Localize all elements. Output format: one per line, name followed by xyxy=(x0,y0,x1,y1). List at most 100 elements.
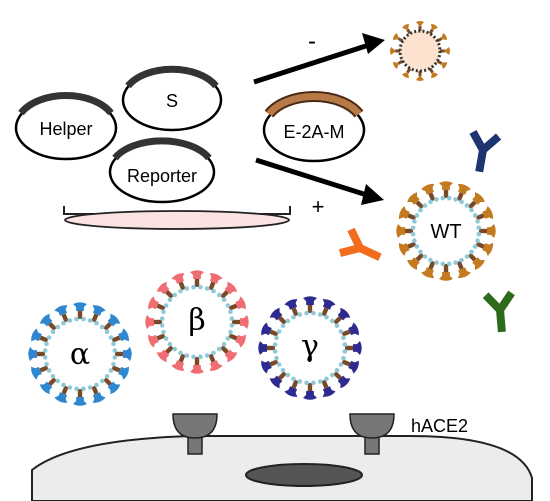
membrane-protein xyxy=(42,348,48,353)
membrane-protein xyxy=(285,318,291,324)
membrane-protein xyxy=(229,323,235,328)
membrane-protein xyxy=(428,199,433,205)
membrane-protein xyxy=(440,261,446,267)
membrane-protein xyxy=(342,342,348,347)
spike-protein xyxy=(478,224,496,238)
membrane-protein xyxy=(104,373,110,379)
gamma-label: γ xyxy=(301,329,319,364)
membrane-protein xyxy=(67,318,73,323)
antibody-navy xyxy=(469,130,502,173)
spike-protein xyxy=(421,183,436,203)
antibody-orange xyxy=(339,227,382,261)
spike-protein xyxy=(227,332,246,348)
spike-protein xyxy=(231,315,249,329)
spike-protein xyxy=(407,252,425,270)
spike-protein xyxy=(39,313,58,332)
spike-protein xyxy=(440,47,450,55)
cell-pit xyxy=(245,463,363,487)
plus-sign: + xyxy=(312,194,325,219)
membrane-protein xyxy=(81,316,86,322)
membrane-protein xyxy=(104,329,110,335)
membrane-protein xyxy=(469,249,474,255)
spike-protein xyxy=(190,270,204,288)
membrane-protein xyxy=(184,286,190,291)
plasmid-s: S xyxy=(121,65,223,132)
culture-dish xyxy=(63,206,291,230)
membrane-protein xyxy=(225,303,231,308)
spike-protein xyxy=(439,263,453,281)
minus-sign: - xyxy=(308,28,316,55)
spike-protein xyxy=(102,313,121,332)
plasmid-reporter: Reporter xyxy=(108,137,216,204)
spike-protein xyxy=(340,358,359,374)
membrane-protein xyxy=(159,316,165,321)
membrane-protein xyxy=(204,353,210,358)
spike-protein xyxy=(332,307,351,326)
particle-body xyxy=(45,319,115,389)
membrane-protein xyxy=(111,361,116,367)
spike-protein xyxy=(303,296,317,314)
membrane-protein xyxy=(191,284,196,290)
membrane-protein xyxy=(311,380,316,386)
membrane-protein xyxy=(422,203,428,208)
hace2-receptor xyxy=(349,413,395,455)
membrane-protein xyxy=(274,335,279,341)
membrane-protein xyxy=(342,349,348,354)
spike-protein xyxy=(219,344,238,363)
membrane-protein xyxy=(276,362,282,367)
membrane-protein xyxy=(216,292,222,298)
membrane-protein xyxy=(211,288,216,294)
membrane-protein xyxy=(159,323,165,328)
spike-protein xyxy=(456,259,471,279)
empty-particle xyxy=(390,21,450,81)
spike-protein xyxy=(303,382,317,400)
spike-protein xyxy=(171,273,187,292)
membrane-protein xyxy=(167,297,173,303)
membrane-protein xyxy=(418,207,423,213)
membrane-protein xyxy=(280,323,286,329)
membrane-protein xyxy=(475,238,480,243)
particle-body xyxy=(398,29,442,73)
spike-protein xyxy=(456,183,471,203)
plasmid-s-label: S xyxy=(166,91,178,111)
membrane-protein xyxy=(42,355,48,360)
membrane-protein xyxy=(99,378,105,384)
membrane-protein xyxy=(464,203,470,208)
spike-protein xyxy=(148,296,167,312)
membrane-protein xyxy=(94,382,99,388)
membrane-protein xyxy=(61,382,66,388)
membrane-protein xyxy=(74,386,79,392)
spike-protein xyxy=(402,23,412,35)
membrane-protein xyxy=(272,342,278,347)
membrane-protein xyxy=(459,199,464,205)
spike-protein xyxy=(284,378,300,397)
antibody-green xyxy=(482,290,515,333)
membrane-protein xyxy=(172,292,178,298)
membrane-protein xyxy=(324,376,329,382)
membrane-protein xyxy=(291,376,296,382)
spike-protein xyxy=(390,47,400,55)
spike-protein xyxy=(156,281,175,300)
membrane-protein xyxy=(228,309,233,315)
membrane-protein xyxy=(329,318,335,324)
membrane-protein xyxy=(338,362,344,367)
membrane-protein xyxy=(297,312,303,317)
membrane-protein xyxy=(81,386,86,392)
spike-protein xyxy=(156,344,175,363)
membrane-protein xyxy=(272,349,278,354)
membrane-protein xyxy=(44,361,49,367)
membrane-protein xyxy=(46,335,52,340)
spike-protein xyxy=(261,358,280,374)
plasmid-helper: Helper xyxy=(14,92,118,161)
spike-protein xyxy=(219,281,238,300)
gamma-particle xyxy=(258,296,362,400)
membrane-protein xyxy=(167,341,173,347)
membrane-protein xyxy=(329,372,335,378)
membrane-protein xyxy=(161,309,166,315)
membrane-protein xyxy=(428,257,433,263)
spike-protein xyxy=(73,388,87,406)
membrane-protein xyxy=(464,254,470,259)
spike-protein xyxy=(407,192,425,210)
spike-protein xyxy=(31,328,50,344)
